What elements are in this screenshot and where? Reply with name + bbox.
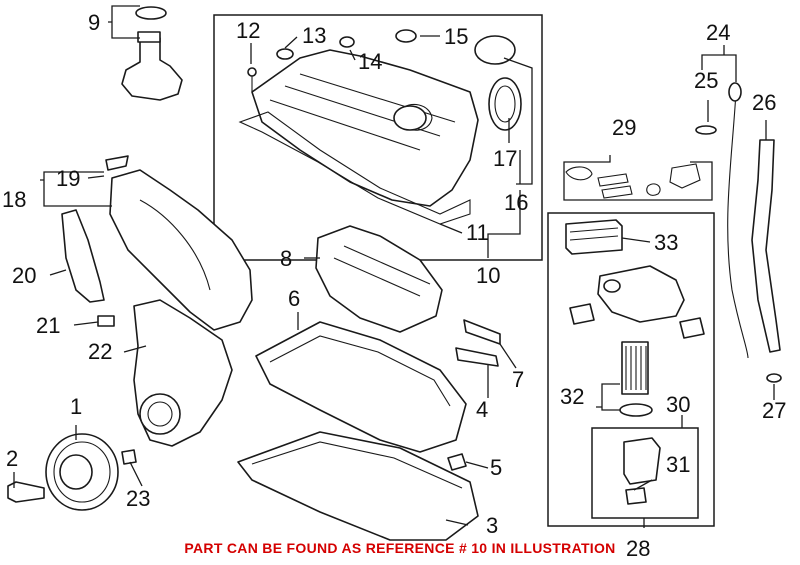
cover-seal [395,29,417,43]
oil-filter-housing-group-box [547,212,715,527]
lower-oil-pan-flange [251,441,463,489]
side-timing-cover [61,209,105,303]
callout-13: 13 [302,23,326,48]
upper-oil-pan-flange [269,335,451,407]
intake-manifold-detail [333,245,431,297]
lower-oil-pan [237,431,479,541]
callout-8: 8 [280,246,292,271]
callout-19: 19 [56,166,80,191]
lower-cover-seal-inner [147,401,173,427]
cover-plug [276,48,294,60]
cover-plug-2 [339,36,355,48]
callout-12: 12 [236,18,260,43]
callout-1: 1 [70,394,82,419]
valve-cover-boss [393,105,427,131]
oil-filter-housing [597,265,685,323]
callout-28: 28 [626,536,650,561]
cover-bolt [247,67,257,77]
callout-9: 9 [88,10,100,35]
callout-23: 23 [126,486,150,511]
oil-filter-cap-plug [625,487,647,505]
dipstick-tube-seal [766,373,782,383]
callout-26: 26 [752,90,776,115]
oil-filter-seal [619,403,653,417]
callout-27: 27 [762,398,786,423]
callout-2: 2 [6,446,18,471]
valve-cover-ribs [269,73,456,151]
callout-3: 3 [486,513,498,538]
callout-10: 10 [476,263,500,288]
dipstick-seal [695,125,717,135]
callout-22: 22 [88,339,112,364]
oil-pan-baffle-2 [463,319,501,345]
upper-oil-pan [255,321,467,453]
dipstick-handle [728,82,742,102]
timing-cover-strip [105,155,129,171]
oil-pan-baffle [455,347,499,367]
callout-33: 33 [654,230,678,255]
pulley-groove [53,441,111,503]
callout-29: 29 [612,115,636,140]
callout-24: 24 [706,20,730,45]
valve-cover-gasket [238,111,471,225]
upper-timing-cover [109,169,253,331]
upper-timing-cover-detail [139,199,211,291]
filler-cap-seal [488,77,522,131]
sensor-seal-ring [135,6,167,20]
callout-30: 30 [666,392,690,417]
callout-7: 7 [512,367,524,392]
pulley-bolt [7,481,45,503]
callout-31: 31 [666,452,690,477]
oil-filler-cap [474,35,516,65]
callout-4: 4 [476,397,488,422]
callout-15: 15 [444,24,468,49]
callout-5: 5 [490,455,502,480]
housing-port [603,279,621,293]
cover-mount-bolt [121,449,137,465]
pulley-hub [59,454,93,490]
callout-11: 11 [466,220,489,245]
leader-lines [13,5,775,528]
callout-25: 25 [694,68,718,93]
oil-dipstick [727,91,749,359]
callout-32: 32 [560,384,584,409]
callout-16: 16 [504,190,528,215]
intake-manifold [315,225,443,333]
oil-filter-cap [623,437,661,485]
oil-filter-pleats [625,346,647,390]
callout-17: 17 [493,146,517,171]
callout-18: 18 [2,187,26,212]
drain-plug [447,453,467,471]
dipstick-tube [751,139,781,353]
oil-cooler [565,219,623,255]
oil-level-sensor-cap [137,31,161,43]
filler-cap-seal-inner [494,85,516,123]
callout-6: 6 [288,286,300,311]
oil-level-sensor [121,37,183,101]
lower-cover-seal-ring [139,393,181,435]
oil-cooler-fins [569,227,619,241]
housing-sensor-2 [679,317,705,339]
callout-21: 21 [36,313,60,338]
seal-kit [565,163,701,199]
callout-14: 14 [358,49,382,74]
callout-20: 20 [12,263,36,288]
housing-sensor [569,303,595,325]
reference-notice: PART CAN BE FOUND AS REFERENCE # 10 IN I… [184,540,616,556]
oil-filter-cap-group-box [591,427,699,519]
timing-cover-bolt [97,315,115,327]
